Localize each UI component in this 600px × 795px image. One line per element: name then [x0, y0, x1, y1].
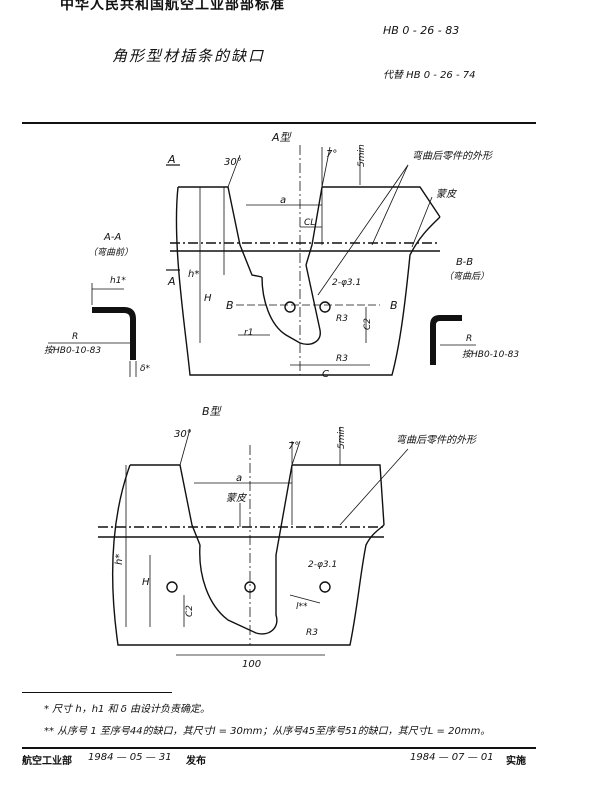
a-outline-note: 弯曲后零件的外形 [412, 150, 494, 162]
b-angle-7: 7° [288, 441, 299, 452]
section-aa-profile [92, 307, 136, 360]
a-dim-h-star: h* [188, 269, 199, 280]
a-outline-right [322, 186, 441, 218]
b-dim-h-star: h* [114, 554, 125, 565]
b-dim-l: l** [296, 602, 308, 612]
a-cut-b-right: B [390, 299, 398, 312]
b-outline-left [130, 464, 201, 546]
a-notch [261, 264, 321, 345]
b-outline-note: 弯曲后零件的外形 [396, 434, 478, 446]
a-cut-a-top: A [167, 153, 176, 166]
b-dim-a: a [236, 473, 242, 484]
header-rule [22, 122, 536, 124]
a-skin-label: 蒙皮 [436, 188, 457, 200]
a-dim-c: C [322, 369, 329, 380]
a-dim-r1: r1 [244, 328, 253, 338]
a-angle-30: 30° [224, 157, 242, 168]
b-dim-c2: C2 [185, 605, 195, 617]
replaces-standard: 代替 HB 0 - 26 - 74 [383, 70, 476, 81]
a-dim-h: H [204, 293, 212, 304]
a-cut-b-left: B [226, 299, 234, 312]
b-notch [199, 464, 293, 635]
aa-title: A-A [103, 232, 121, 243]
a-dim-cl: CL [304, 218, 315, 228]
a-holes: 2-φ3.1 [332, 278, 361, 288]
org-title: 中华人民共和国航空工业部部标准 [60, 0, 285, 13]
b-outline-right [292, 464, 385, 526]
issue-date: 1984 — 05 — 31 [88, 752, 172, 763]
a-r3-2: R3 [336, 354, 348, 364]
issue-word: 发布 [186, 756, 206, 767]
b-outline-body [111, 464, 385, 646]
a-min5: 5min [357, 144, 367, 167]
aa-sub: （弯曲前） [88, 247, 133, 258]
a-outline-left [178, 186, 263, 278]
a-outline-notch-right [305, 186, 323, 266]
b-dim-100: 100 [242, 659, 261, 670]
a-cut-a-bottom: A [167, 275, 176, 288]
aa-delta: δ* [140, 364, 151, 374]
notes-rule [22, 692, 172, 693]
aa-r: R [72, 332, 78, 342]
aa-ref: 按HB0-10-83 [44, 345, 101, 356]
doc-title: 角形型材插条的缺口 [112, 47, 266, 65]
bb-sub: （弯曲后） [444, 271, 489, 282]
standard-code: HB 0 - 26 - 83 [383, 24, 460, 37]
note-1: * 尺寸 h，h1 和 δ 由设计负责确定。 [44, 704, 211, 715]
b-holes: 2-φ3.1 [308, 560, 337, 570]
b-min5: 5min [337, 426, 347, 449]
b-type-label: B型 [202, 405, 223, 418]
a-type-label: A型 [271, 131, 293, 144]
b-dim-h: H [142, 577, 150, 588]
a-outline-body [175, 186, 441, 376]
b-dim-r3: R3 [306, 628, 318, 638]
figure-type-a: A型 30° 7° 5min 弯曲后零件的外形 蒙皮 a CL h* H 2-φ… [44, 131, 519, 380]
section-bb-profile [430, 315, 462, 365]
aa-h1: h1* [110, 276, 126, 286]
footer-rule [22, 747, 536, 749]
a-angle-7: 7° [326, 149, 337, 160]
effective-word: 实施 [506, 756, 526, 767]
a-dim-a: a [280, 195, 286, 206]
bb-r: R [466, 334, 472, 344]
bb-ref: 按HB0-10-83 [462, 349, 519, 360]
b-skin-label: 蒙皮 [226, 492, 247, 504]
issuer: 航空工业部 [22, 756, 72, 767]
a-dim-c2: C2 [363, 318, 373, 330]
figure-type-b: B型 30° 7° 5min 弯曲后零件的外形 蒙皮 a h* H C2 2-φ… [98, 405, 478, 670]
b-angle-30: 30° [174, 429, 192, 440]
a-r3-1: R3 [336, 314, 348, 324]
bb-title: B-B [456, 257, 473, 268]
note-2: ** 从序号 1 至序号44的缺口，其尺寸l = 30mm；从序号45至序号51… [44, 726, 491, 737]
effective-date: 1984 — 07 — 01 [410, 752, 494, 763]
